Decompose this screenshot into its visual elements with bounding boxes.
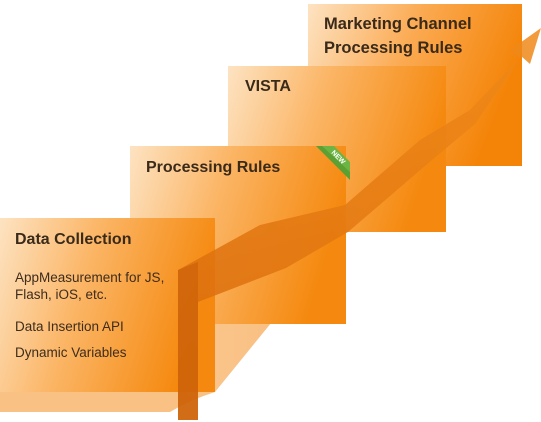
card-1-curl <box>0 392 215 412</box>
ribbon-shade <box>178 262 198 420</box>
stage-card-1 <box>0 218 215 392</box>
new-badge: NEW <box>316 146 350 180</box>
stage-title-2: Processing Rules <box>146 159 281 176</box>
stage-1-item-3: Dynamic Variables <box>15 345 127 360</box>
ribbon-arrow <box>178 28 541 420</box>
stage-title-3: VISTA <box>245 78 291 95</box>
stage-1-item-2: Data Insertion API <box>15 319 124 334</box>
stage-1-item-1: AppMeasurement for JS, Flash, iOS, etc. <box>15 270 165 302</box>
stage-title-4: Marketing Channel Processing Rules <box>324 15 472 57</box>
stage-title-1: Data Collection <box>15 231 132 248</box>
